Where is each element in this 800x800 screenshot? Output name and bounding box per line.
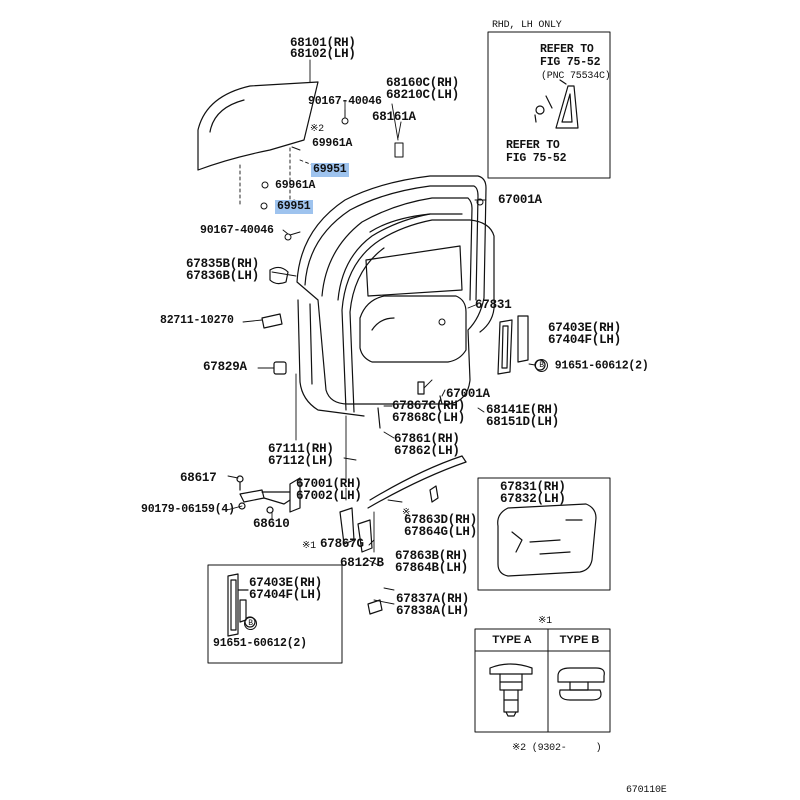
label-67867c[interactable]: 67867C(RH): [392, 399, 466, 413]
label-68151d[interactable]: 68151D(LH): [486, 415, 560, 429]
clip-82711: [261, 313, 283, 329]
weatherstrip-lower: [367, 455, 467, 509]
footnote-2: ※2 (9302- ): [512, 743, 602, 754]
label-68610[interactable]: 68610: [253, 517, 290, 531]
small-trim-parts: [339, 485, 439, 615]
label-68102[interactable]: 68102(LH): [290, 47, 356, 61]
label-67403e-left[interactable]: 67403E(RH): [249, 576, 323, 590]
leader-lines-dashed: [239, 147, 321, 206]
label-67404f-left[interactable]: 67404F(LH): [249, 588, 323, 602]
label-67831[interactable]: 67831: [475, 298, 512, 312]
circle-b-right: B: [535, 359, 548, 372]
label-mark-2: ※2: [310, 124, 324, 135]
label-67829a[interactable]: 67829A: [203, 360, 247, 374]
label-67837a[interactable]: 67837A(RH): [396, 592, 470, 606]
rhd-refer-1-line-2: FIG 75-52: [540, 56, 601, 69]
door-glass: [197, 81, 319, 171]
label-67111[interactable]: 67111(RH): [268, 442, 334, 456]
rhd-inset: [487, 31, 611, 179]
label-69961a-lower[interactable]: 69961A: [275, 179, 316, 192]
circle-b-left: B: [244, 617, 257, 630]
label-82711-10270[interactable]: 82711-10270: [160, 314, 234, 327]
label-mark-1: ※1: [302, 541, 316, 552]
label-68210c[interactable]: 68210C(LH): [386, 88, 460, 102]
label-67861[interactable]: 67861(RH): [394, 432, 460, 446]
trim-board-inset: [477, 477, 611, 591]
label-67838a[interactable]: 67838A(LH): [396, 604, 470, 618]
label-67863b[interactable]: 67863B(RH): [395, 549, 469, 563]
label-90167-40046-top[interactable]: 90167-40046: [308, 95, 382, 108]
label-68160c[interactable]: 68160C(RH): [386, 76, 460, 90]
label-67404f-right[interactable]: 67404F(LH): [548, 333, 622, 347]
label-91651-right-text: 91651-60612(2): [554, 359, 649, 373]
label-67002[interactable]: 67002(LH): [296, 489, 362, 503]
label-91651-left[interactable]: 91651-60612(2): [213, 637, 307, 650]
type-a-header: TYPE A: [492, 634, 532, 646]
label-mark-1-b: ※: [402, 508, 411, 519]
label-68101[interactable]: 68101(RH): [290, 36, 356, 50]
label-69951-lower-highlighted[interactable]: 69951: [275, 200, 313, 214]
leader-lines: [226, 59, 536, 605]
type-b-header: TYPE B: [559, 634, 600, 646]
label-67112[interactable]: 67112(LH): [268, 454, 334, 468]
fasteners: [260, 109, 484, 326]
label-67832-lh[interactable]: 67832(LH): [500, 492, 566, 506]
label-90167-40046-lower[interactable]: 90167-40046: [200, 224, 274, 237]
label-68617[interactable]: 68617: [180, 471, 217, 485]
label-67864g[interactable]: 67864G(LH): [404, 525, 478, 539]
door-frame: [296, 175, 495, 429]
label-67835b[interactable]: 67835B(RH): [186, 257, 260, 271]
label-67863d[interactable]: 67863D(RH): [404, 513, 478, 527]
label-67001[interactable]: 67001(RH): [296, 477, 362, 491]
rhd-inset-title: RHD, LH ONLY: [492, 20, 562, 31]
circle-b-left-wrap: B: [244, 617, 257, 631]
label-67868c[interactable]: 67868C(LH): [392, 411, 466, 425]
type-table: [474, 628, 611, 733]
rhd-refer-2-line-2: FIG 75-52: [506, 152, 567, 165]
type-table-footnote-mark: ※1: [538, 616, 552, 627]
figure-code: 670110E: [626, 785, 667, 796]
label-67862[interactable]: 67862(LH): [394, 444, 460, 458]
label-67867g[interactable]: 67867G: [320, 537, 364, 551]
label-68127b[interactable]: 68127B: [340, 556, 384, 570]
clip-67001a-mid: [417, 381, 443, 405]
label-68141e[interactable]: 68141E(RH): [486, 403, 560, 417]
label-67836b[interactable]: 67836B(LH): [186, 269, 260, 283]
label-67001a-top[interactable]: 67001A: [498, 193, 542, 207]
bracket-67835b: [269, 266, 289, 285]
label-67403e-right[interactable]: 67403E(RH): [548, 321, 622, 335]
rhd-refer-2-line-1: REFER TO: [506, 139, 560, 152]
label-69951-top-highlighted[interactable]: 69951: [311, 163, 349, 177]
label-90179-06159[interactable]: 90179-06159(4): [141, 503, 235, 516]
label-69961a-top[interactable]: 69961A: [312, 137, 353, 150]
rhd-refer-1-line-3: (PNC 75534C): [541, 71, 611, 82]
label-91651-right[interactable]: B 91651-60612(2): [535, 359, 649, 373]
label-68161a[interactable]: 68161A: [372, 110, 416, 124]
cap-67829a: [273, 361, 287, 375]
rhd-refer-1-line-1: REFER TO: [540, 43, 594, 56]
label-67864b[interactable]: 67864B(LH): [395, 561, 469, 575]
label-67831-rh[interactable]: 67831(RH): [500, 480, 566, 494]
hinge-assembly: [236, 475, 301, 514]
label-67001a-mid[interactable]: 67001A: [446, 387, 490, 401]
